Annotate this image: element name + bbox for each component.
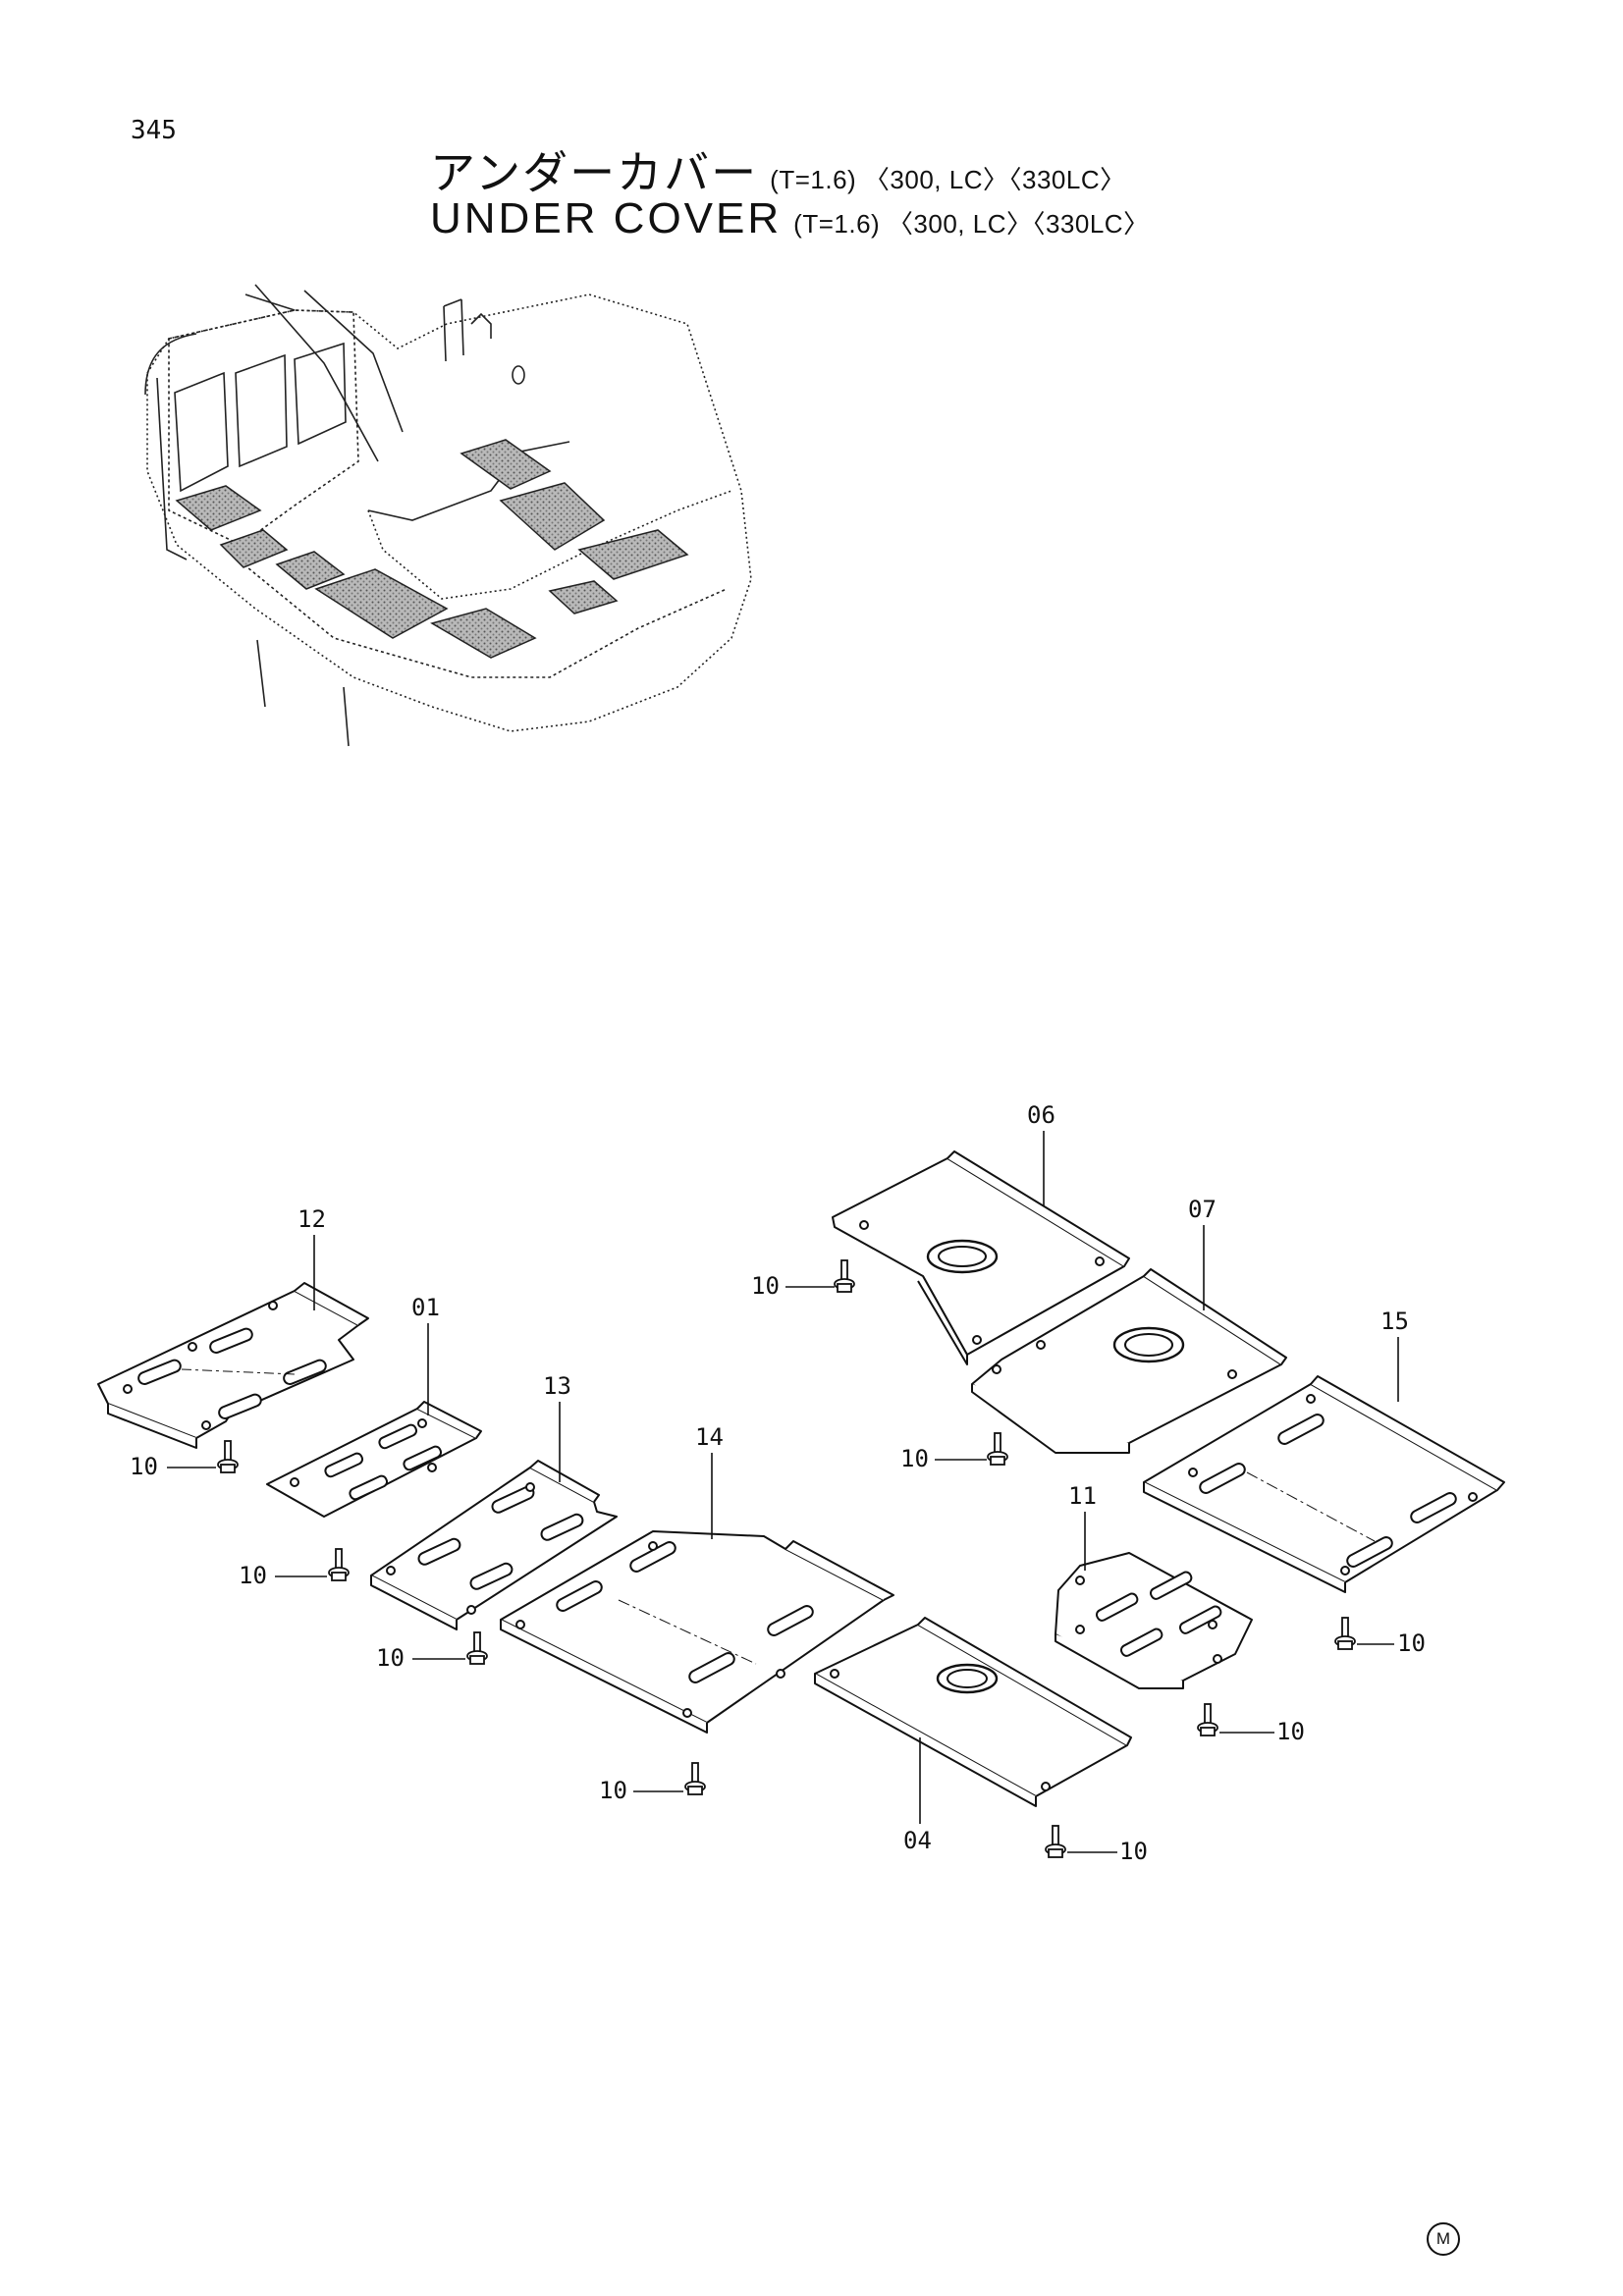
label-11: 11 [1068, 1482, 1097, 1510]
overview-highlighted-covers [175, 439, 689, 659]
bolt-icon [217, 1440, 239, 1473]
machine-overview-illustration [144, 284, 752, 747]
part-04-plate [814, 1617, 1132, 1807]
label-15: 15 [1380, 1308, 1409, 1335]
part-06-plate [832, 1150, 1130, 1365]
label-12: 12 [298, 1205, 326, 1233]
part-07-plate [971, 1268, 1287, 1454]
part-01-plate [266, 1401, 482, 1518]
part-14-plate [500, 1530, 894, 1734]
label-13: 13 [543, 1372, 571, 1400]
exploded-parts-view [97, 1150, 1505, 1807]
label-10: 10 [376, 1644, 405, 1672]
part-13-plate [370, 1460, 618, 1630]
part-12-plate [97, 1282, 369, 1449]
bolt-icon [466, 1631, 488, 1665]
label-14: 14 [695, 1423, 724, 1451]
label-10: 10 [1119, 1838, 1148, 1865]
bolt-icon [328, 1548, 350, 1581]
title-en-text: UNDER COVER [430, 194, 783, 242]
label-10: 10 [1397, 1629, 1426, 1657]
bolt-icon [1334, 1617, 1356, 1650]
part-15-plate [1143, 1375, 1505, 1593]
label-10: 10 [239, 1562, 267, 1589]
bolt-icon [1197, 1703, 1218, 1736]
label-04: 04 [903, 1827, 932, 1854]
title-en-spec: (T=1.6) 〈300, LC〉〈330LC〉 [793, 209, 1150, 239]
title-japanese: アンダーカバー (T=1.6) 〈300, LC〉〈330LC〉 [430, 137, 1126, 202]
bolt-icon [987, 1432, 1008, 1466]
label-10: 10 [599, 1777, 627, 1804]
page-number: 345 [131, 116, 177, 145]
label-06: 06 [1027, 1101, 1055, 1129]
label-10: 10 [130, 1453, 158, 1480]
title-jp-text: アンダーカバー [430, 147, 759, 198]
bolt-icon [684, 1762, 706, 1795]
part-labels: 06 07 12 01 13 14 15 11 04 10 10 10 10 1… [130, 1101, 1426, 1865]
bolt-icon [1045, 1825, 1066, 1858]
label-10: 10 [900, 1445, 929, 1472]
title-english: UNDER COVER (T=1.6) 〈300, LC〉〈330LC〉 [430, 194, 1150, 243]
leader-lines [167, 1131, 1399, 1853]
label-10: 10 [751, 1272, 780, 1300]
label-10: 10 [1276, 1718, 1305, 1745]
bolt-icon [834, 1259, 855, 1293]
label-01: 01 [411, 1294, 440, 1321]
manufacturer-mark: M [1427, 2222, 1460, 2256]
title-jp-spec: (T=1.6) 〈300, LC〉〈330LC〉 [770, 165, 1126, 194]
bolts [217, 1259, 1356, 1858]
part-11-plate [1055, 1552, 1253, 1689]
label-07: 07 [1188, 1196, 1217, 1223]
